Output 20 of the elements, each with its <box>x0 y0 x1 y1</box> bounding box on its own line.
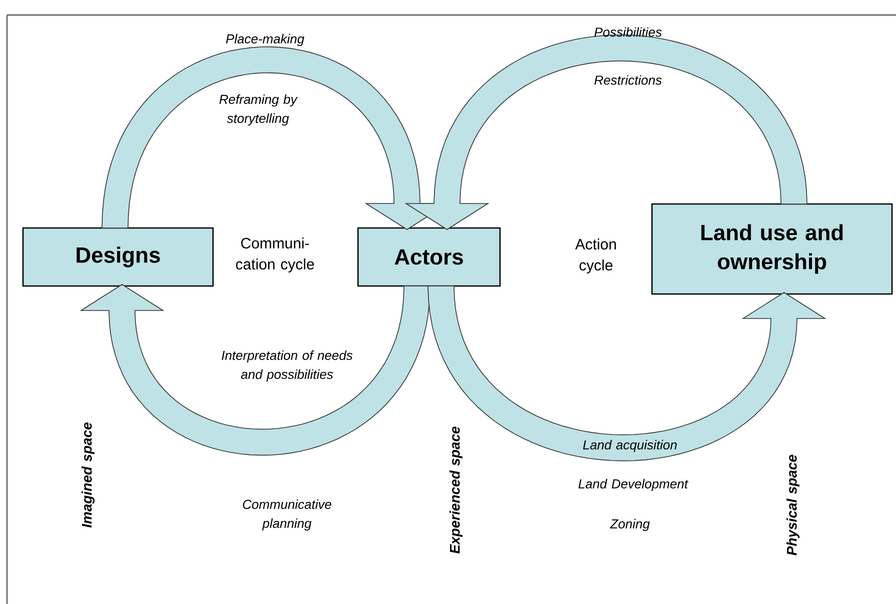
annotation-text: Land acquisition <box>583 440 677 452</box>
annotation-text: Land Development <box>578 478 688 492</box>
annotation-text: Place-making <box>226 34 304 46</box>
space-label: Physical space <box>786 454 800 556</box>
curved-arrow <box>404 34 808 230</box>
curved-arrow <box>80 284 430 456</box>
concept-box: Actors <box>357 227 501 287</box>
space-label: Experienced space <box>449 426 463 554</box>
annotation-text: Possibilities <box>594 27 662 37</box>
cycle-label: Communi- cation cycle <box>236 238 314 272</box>
annotation-text: Zoning <box>610 518 650 532</box>
annotation-text: Interpretation of needs and possibilities <box>222 350 352 382</box>
concept-box: Designs <box>22 227 214 287</box>
space-label: Imagined space <box>81 422 95 528</box>
concept-box: Land use and ownership <box>651 203 893 295</box>
annotation-text: Communicative planning <box>242 499 332 531</box>
cycle-label: Action cycle <box>575 238 616 274</box>
annotation-text: Restrictions <box>594 75 662 85</box>
annotation-text: Reframing by storytelling <box>219 94 298 126</box>
curved-arrow <box>428 286 826 462</box>
